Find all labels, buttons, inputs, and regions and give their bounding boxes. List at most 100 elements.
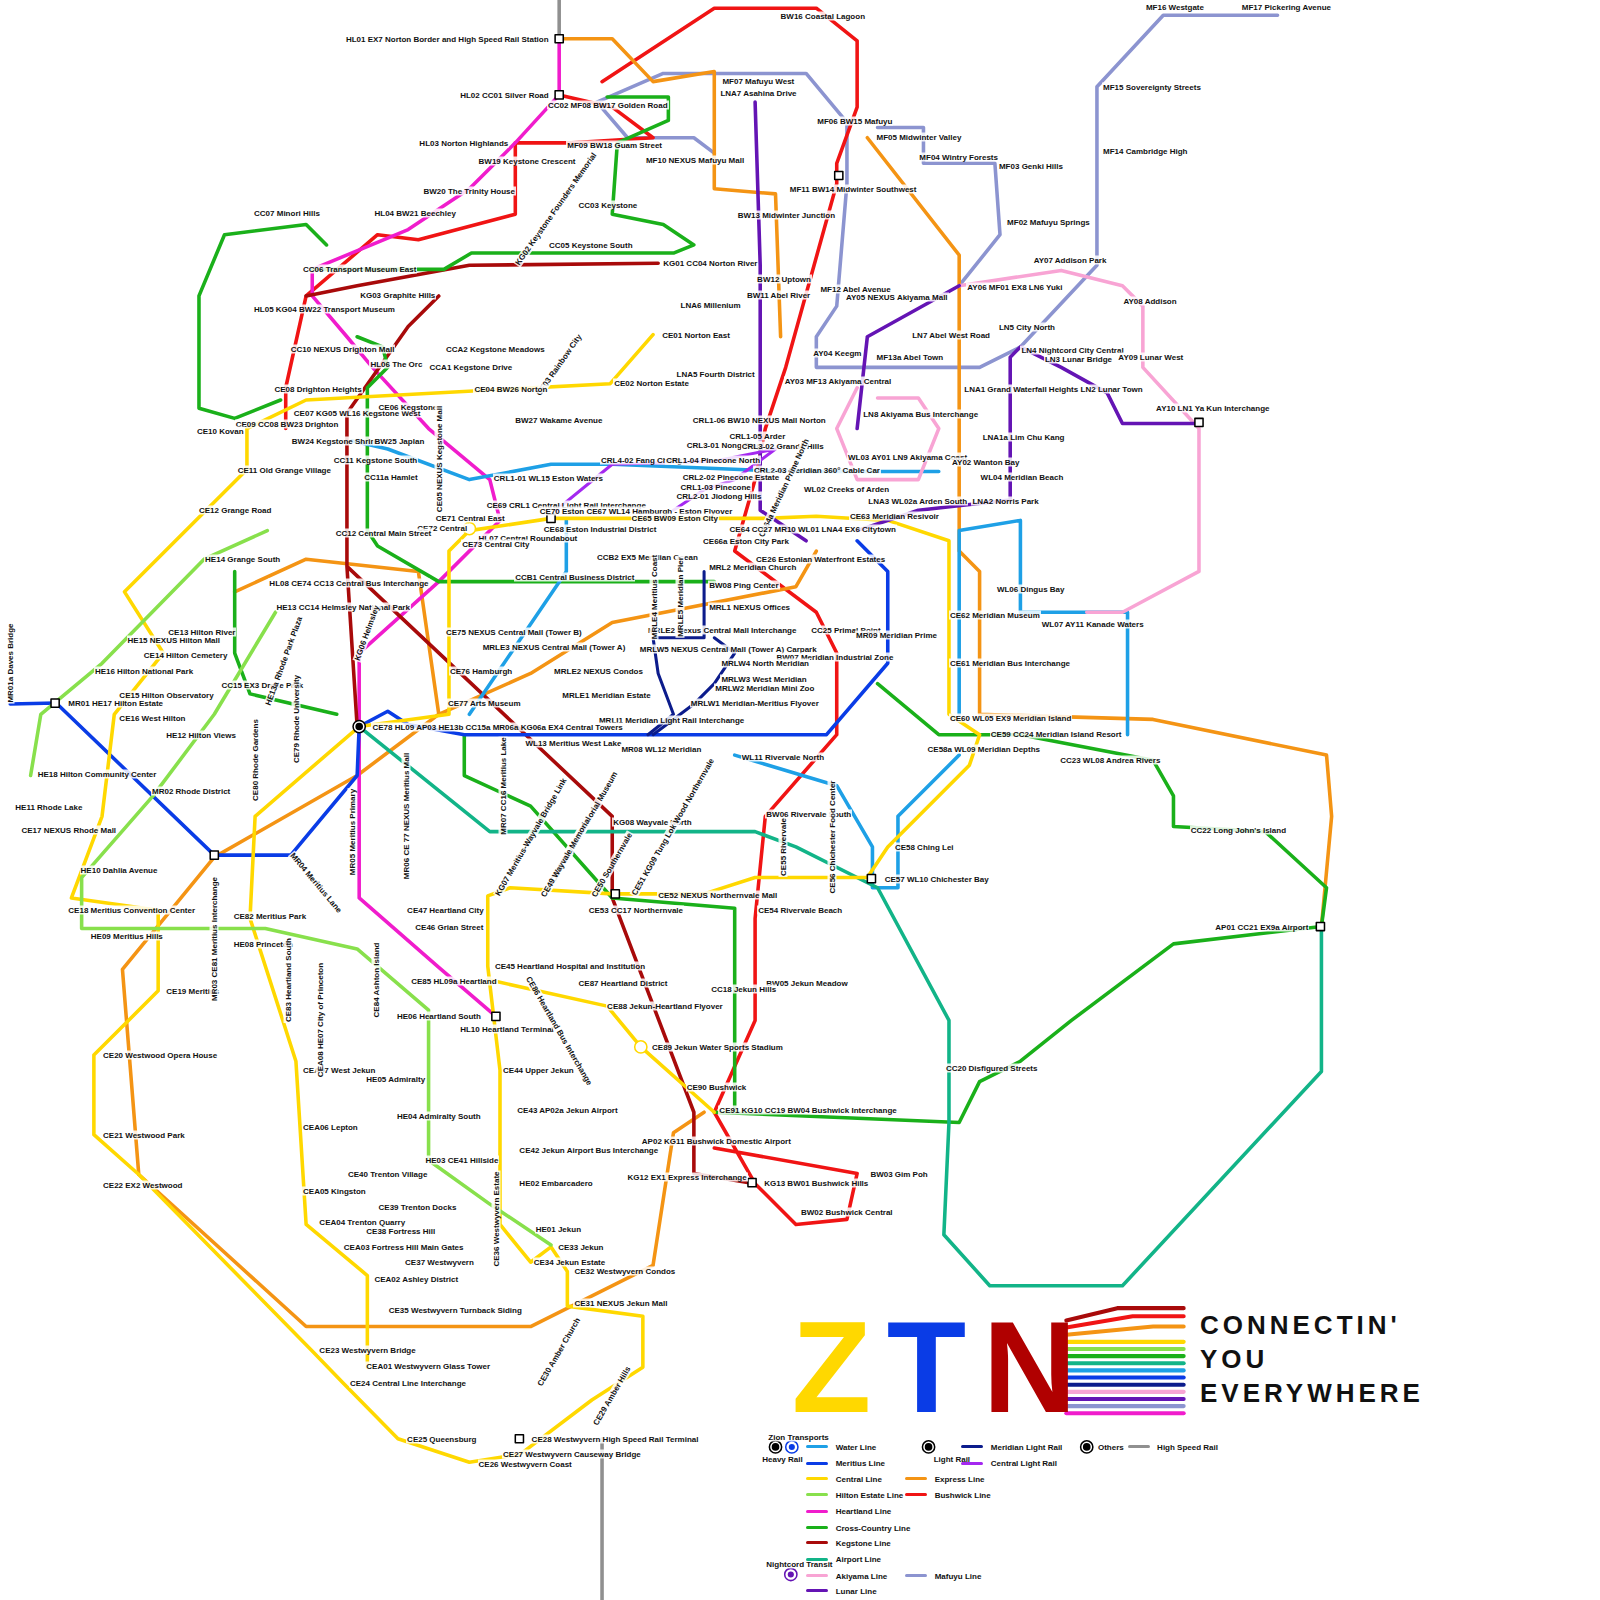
station-label: CE02 Norton Estate [613,378,690,387]
station-label: LN8 Akiyama Bus Interchange [862,410,979,419]
legend-text: Akiyama Line [835,1571,889,1580]
station-label: BW03 Gim Poh [869,1170,928,1179]
station-label: CE14 Hilton Cemetery [143,651,229,660]
legend-text: Kegstone Line [835,1538,892,1547]
station-label: CEA01 Westwyvern Glass Tower [365,1362,491,1371]
station-label: BW12 Uptown [756,274,812,283]
station-label: MRLE3 NEXUS Central Mall (Tower A) [482,642,627,651]
station-label: CE44 Upper Jekun [502,1066,575,1075]
station-label: HE04 Admiralty South [396,1112,482,1121]
station-label: CE38 Fortress Hill [365,1226,436,1235]
station-label: HE10 Dahlia Avenue [80,866,159,875]
station-label: WL02 Creeks of Arden [803,484,890,493]
station-label: CE39 Trenton Docks [378,1203,458,1212]
station-label: HE14 Grange South [204,555,281,564]
legend-text: Water Line [835,1442,878,1451]
station-label: CE28 Westwyvern High Speed Rail Terminal [531,1434,700,1443]
legend-swatch [961,1462,983,1465]
station-label: CE11 Old Grange Village [237,466,332,475]
station-label: WL03 AY01 LN9 Akiyama Coast [847,453,968,462]
station-label: CE63 Meridian Resivoir [849,512,940,521]
station-label: CRL1-04 Pinecone North [665,456,761,465]
station-label: CE01 Norton East [661,330,731,339]
station-label: BW05 Jekun Meadow [765,978,848,987]
station-label: CE42 Jekun Airport Bus Interchange [518,1146,659,1155]
station-label: CRL1-05 Arder [729,431,787,440]
station-label: CE31 NEXUS Jekun Mall [573,1299,668,1308]
station-label: CE65 BW09 Eston City [631,514,719,523]
legend-swatch [806,1574,828,1577]
legend-swatch [806,1589,828,1592]
station-label: CE62 Meridian Museum [949,611,1041,620]
station-label: CRL2-01 Jiodong Hills [676,491,763,500]
station-label: WL04 Meridian Beach [980,472,1065,481]
legend-text: Mafuyu Line [934,1571,983,1580]
station-label: KG13 BW01 Bushwick Hills [763,1178,869,1187]
station-label: CE37 Westwyvern [404,1258,475,1267]
station-label: HE13 CC14 Helmsley National Park [276,603,411,612]
station-label: CE06 Kegstone [378,403,439,412]
station-label: MRLE1 Meridian Estate [561,690,651,699]
station-label: CE33 Jekun [557,1242,604,1251]
station-label: CE47 Heartland City [406,906,484,915]
station-label: BW25 Japlan [373,436,425,445]
station-label: CE79 Rhode University [291,674,300,764]
station-label: CC22 Long John's Island [1190,825,1287,834]
station-label: CCA2 Kegstone Meadows [445,344,546,353]
station-label: HE12 Hilton Views [165,730,237,739]
station-label: CE60 WL05 EX9 Meridian Island [949,714,1072,723]
station-label: AY05 NEXUS Akiyama Mall [845,292,949,301]
station-label: CE61 Meridian Bus Interchange [949,659,1071,668]
station-label: MRLW2 Meridian Mini Zoo [714,683,815,692]
station-label: CE20 Westwood Opera House [102,1051,218,1060]
station-label: CE17 NEXUS Rhode Mall [20,825,117,834]
station-label: MR03 CE81 Meritius Interchange [210,876,219,1002]
legend-swatch [806,1462,828,1465]
station-label: CE34 Jekun Estate [533,1258,607,1267]
legend-swatch [806,1526,828,1529]
station-label: MF07 Mafuyu West [721,76,795,85]
legend-text: Cross-Country Line [835,1523,912,1532]
station-label: CC03 Keystone [578,201,639,210]
station-label: CE90 Bushwick [686,1082,748,1091]
station-label: CEA05 Kingston [302,1186,367,1195]
station-label: MR01a Daves Bridge [6,623,15,704]
station-label: CE45 Heartland Hospital and Institution [494,962,646,971]
station-label: MF15 Sovereignty Streets [1102,82,1202,91]
station-label: HE05 Admiralty [365,1074,426,1083]
station-label: CE04 BW26 Norton [473,384,548,393]
station-label: CE12 Grange Road [198,506,272,515]
station-label: MF02 Mafuyu Springs [1006,218,1091,227]
station-label: MR09 Meridian Prime [855,630,938,639]
station-label: CE57 WL10 Chichester Bay [884,874,990,883]
station-label: CC12 Central Main Street [335,528,433,537]
legend-text: Hilton Estate Line [835,1490,905,1499]
station-label: KG01 CC04 Norton River [662,259,758,268]
station-label: CE08 Drighton Heights [273,384,362,393]
station-label: MR07 CC16 Meritius Lake [499,736,508,835]
station-label: CE58 Ching Lei [894,842,955,851]
station-label: CRL3-02 Grande Hills [741,441,825,450]
station-label: MF09 BW18 Guam Street [566,140,663,149]
station-label: CE59 CC24 Meridian Island Resort [990,729,1123,738]
station-label: MF17 Pickering Avenue [1241,3,1332,12]
station-label: CE09 CC08 BW23 Drighton [235,420,340,429]
station-label: CE40 Trenton Village [347,1170,428,1179]
station-label: CE32 Westwyvern Condos [573,1267,676,1276]
station-label: WL13 Meritius West Lake [524,738,622,747]
station-label: CE26 Westwyvern Coast [478,1460,573,1469]
station-label: CE36 Westwyvern Estate [491,1171,500,1268]
station-label: MRLW1 Meridian-Meritius Flyover [690,699,820,708]
station-label: HL04 BW21 Beechley [373,209,456,218]
station-label: CEA06 Lepton [302,1122,359,1131]
station-label: LNA1 Grand Waterfall Heights [963,384,1079,393]
station-label: MRLW4 North Meridian [720,659,810,668]
legend-text: Bushwick Line [934,1490,992,1499]
station-label: HL03 Norton Highlands [418,138,509,147]
station-label: MF11 BW14 Midwinter Southwest [789,184,918,193]
station-label: CC18 Jekun Hills [710,984,777,993]
station-label: WL06 Dingus Bay [996,584,1066,593]
station-label: MF14 Cambridge High [1102,147,1188,156]
station-label: CE83 Heartland South [283,937,292,1023]
station-label: CE53 CC17 Northernvale [588,906,684,915]
